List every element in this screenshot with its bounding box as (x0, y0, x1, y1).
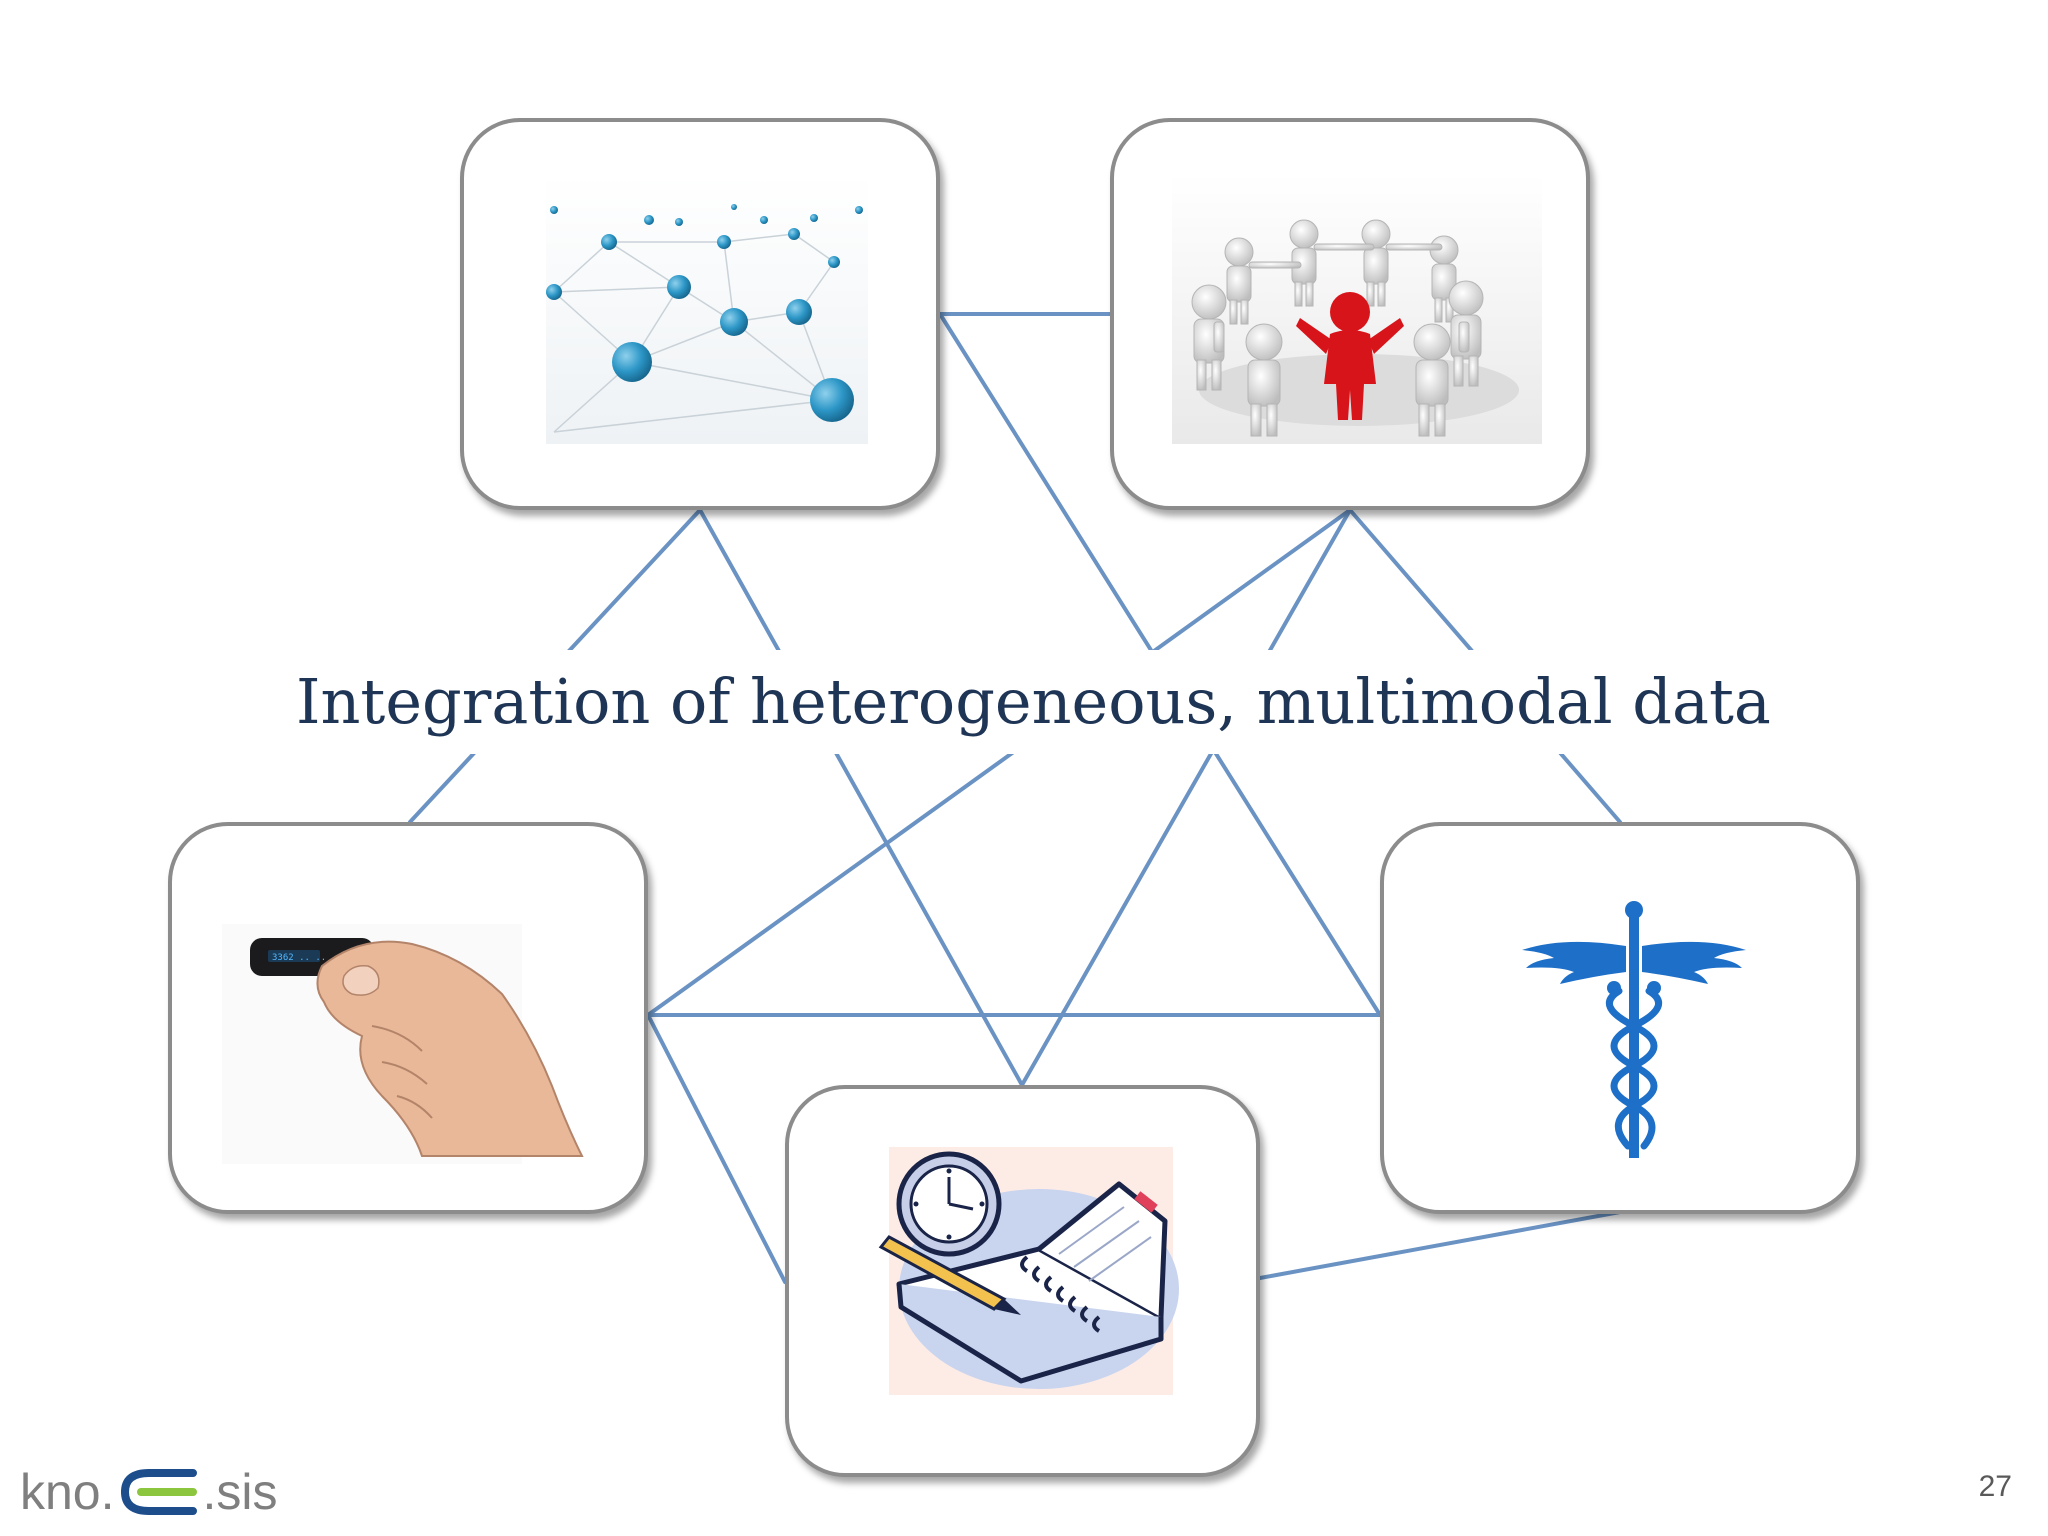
logo-e-mark-icon (120, 1469, 197, 1515)
network-graph-icon (546, 174, 868, 444)
knoesis-logo: kno. .sis (20, 1462, 278, 1522)
link-sensor-notes (646, 1013, 787, 1284)
node-sensor: 3362 .. .. (168, 822, 648, 1214)
wearable-sensor-icon: 3362 .. .. (222, 924, 584, 1164)
node-notes (785, 1085, 1260, 1477)
notebook-clock-icon (878, 1147, 1179, 1395)
people-circle-icon (1172, 174, 1542, 444)
title-band (296, 650, 1752, 754)
link-social-notes (1020, 508, 1352, 1087)
node-medical (1380, 822, 1860, 1214)
link-social-sensor (646, 508, 1352, 1017)
page-number: 27 (1978, 1470, 2012, 1503)
red-figure (1296, 292, 1404, 420)
logo-text-left: kno. (20, 1464, 115, 1520)
caduceus-icon (1522, 901, 1746, 1158)
link-notes-medical (1258, 1210, 1622, 1280)
node-social (1110, 118, 1590, 510)
logo-text-right: .sis (202, 1464, 278, 1520)
link-network-notes (698, 508, 1024, 1087)
slide-title: Integration of heterogeneous, multimodal… (296, 665, 1771, 738)
node-network (460, 118, 940, 510)
svg-text:3362 .. ..: 3362 .. .. (272, 953, 326, 963)
